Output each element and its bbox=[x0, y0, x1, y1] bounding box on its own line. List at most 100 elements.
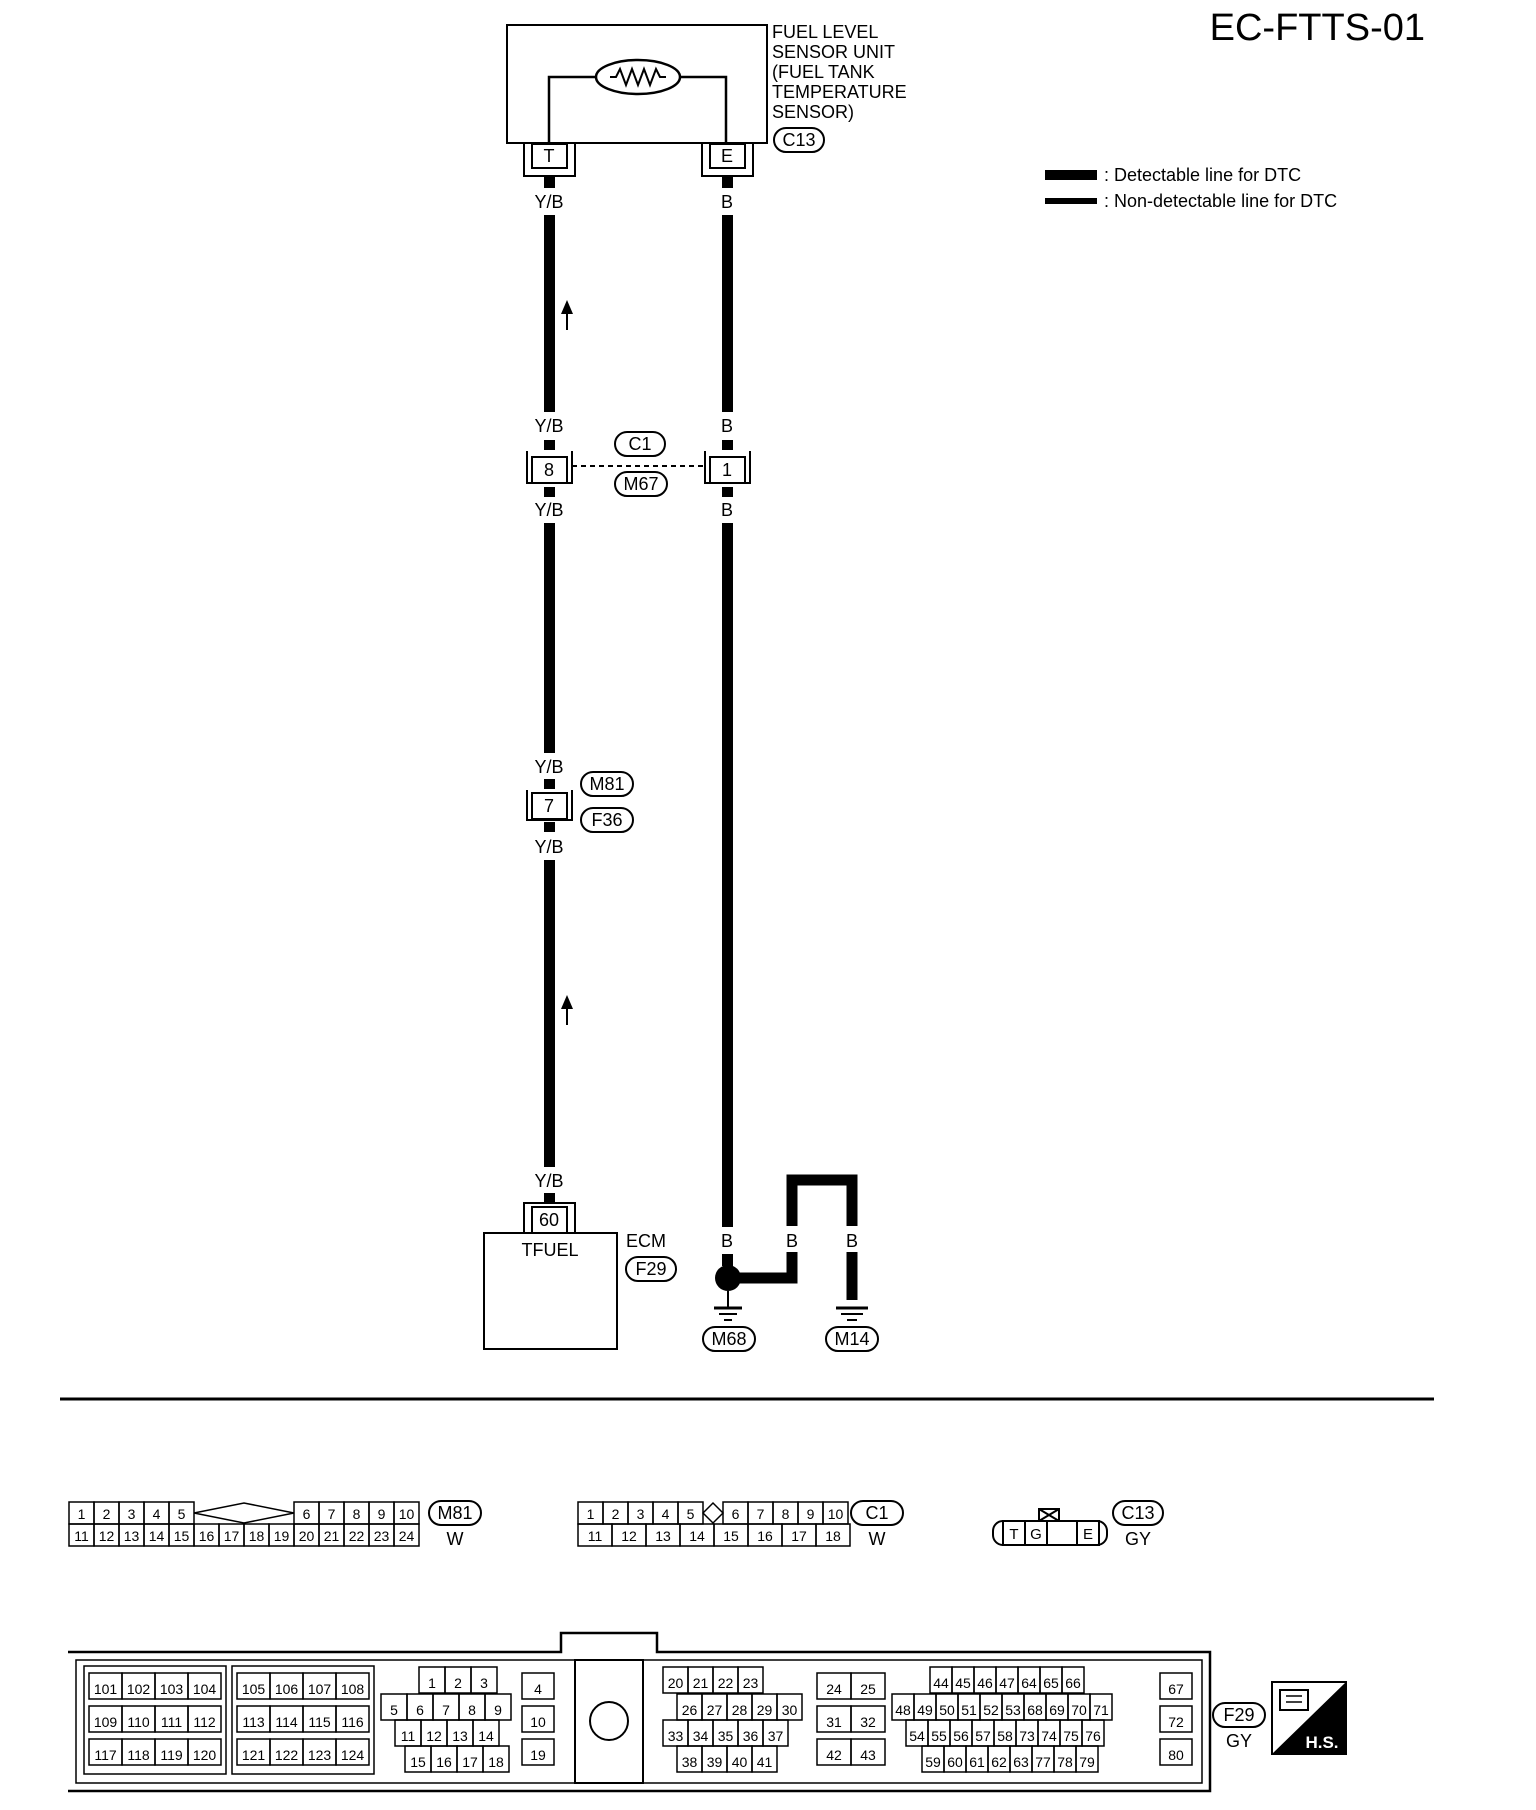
pin-73: 73 bbox=[1019, 1728, 1035, 1744]
pin-47: 47 bbox=[999, 1675, 1015, 1691]
pin-106: 106 bbox=[275, 1681, 299, 1697]
terminal-e: E bbox=[701, 143, 754, 177]
pin-6: 6 bbox=[416, 1702, 424, 1718]
wire-color-label: Y/B bbox=[534, 757, 563, 777]
pin-77: 77 bbox=[1035, 1754, 1051, 1770]
pin-45: 45 bbox=[955, 1675, 971, 1691]
pin-14: 14 bbox=[149, 1528, 165, 1544]
splice-point bbox=[715, 1265, 741, 1291]
sensor-label-line-4: TEMPERATURE bbox=[772, 82, 907, 102]
connector-pin: 124 bbox=[335, 1738, 370, 1766]
pin-124: 124 bbox=[341, 1747, 365, 1763]
pin-1: 1 bbox=[428, 1675, 436, 1691]
connector-pin: 78 bbox=[1053, 1745, 1077, 1773]
pin-112: 112 bbox=[193, 1714, 216, 1730]
connector-pin: 77 bbox=[1031, 1745, 1055, 1773]
page-code: EC-FTTS-01 bbox=[1210, 7, 1425, 49]
pin-80: 80 bbox=[1168, 1747, 1184, 1763]
connector-pin: 32 bbox=[850, 1705, 886, 1733]
connector-pin: 122 bbox=[269, 1738, 304, 1766]
connector-pin: 111 bbox=[154, 1705, 189, 1733]
pin-1: 1 bbox=[78, 1506, 86, 1522]
pin-118: 118 bbox=[127, 1747, 150, 1763]
arrow-up-icon bbox=[561, 995, 573, 1025]
wire-color-label: B bbox=[721, 192, 733, 212]
connector-pin: 101 bbox=[88, 1672, 123, 1700]
connector-pin: 123 bbox=[302, 1738, 337, 1766]
connector-pin: 12 bbox=[611, 1523, 647, 1547]
ecm: 60 TFUEL ECM F29 bbox=[483, 1202, 677, 1350]
pin-2: 2 bbox=[103, 1506, 111, 1522]
hs-label: H.S. bbox=[1305, 1733, 1338, 1752]
pin-25: 25 bbox=[860, 1681, 876, 1697]
pin-3: 3 bbox=[637, 1506, 645, 1522]
pin-12: 12 bbox=[426, 1728, 442, 1744]
connector-pin: 20 bbox=[662, 1666, 689, 1694]
connector-pin: 119 bbox=[154, 1738, 189, 1766]
pin-1: 1 bbox=[722, 460, 732, 480]
connector-pin: 12 bbox=[420, 1719, 448, 1747]
ecm-terminal-name: TFUEL bbox=[521, 1240, 578, 1260]
pin-24: 24 bbox=[399, 1528, 415, 1544]
pin-37: 37 bbox=[768, 1728, 784, 1744]
pin-9: 9 bbox=[378, 1506, 386, 1522]
pin-60: 60 bbox=[947, 1754, 963, 1770]
pin-18: 18 bbox=[249, 1528, 265, 1544]
pin-36: 36 bbox=[743, 1728, 759, 1744]
connector-pin: 15 bbox=[404, 1745, 432, 1773]
pin-76: 76 bbox=[1085, 1728, 1101, 1744]
connector-pin: 110 bbox=[121, 1705, 156, 1733]
pin-23: 23 bbox=[743, 1675, 759, 1691]
pin-101: 101 bbox=[94, 1681, 118, 1697]
connector-pin: 57 bbox=[971, 1719, 995, 1747]
legend-detectable-label: : Detectable line for DTC bbox=[1104, 165, 1301, 185]
pin-10: 10 bbox=[399, 1506, 415, 1522]
ground-m14: M14 bbox=[825, 1306, 879, 1352]
connector-pin: 103 bbox=[154, 1672, 189, 1700]
pin-8: 8 bbox=[353, 1506, 361, 1522]
pin-34: 34 bbox=[693, 1728, 709, 1744]
connector-pin: 52 bbox=[979, 1693, 1003, 1721]
connector-pin: 70 bbox=[1067, 1693, 1091, 1721]
connector-pin: 29 bbox=[751, 1693, 778, 1721]
pin-122: 122 bbox=[275, 1747, 299, 1763]
pin-49: 49 bbox=[917, 1702, 933, 1718]
connector-pin: 55 bbox=[927, 1719, 951, 1747]
pin-104: 104 bbox=[193, 1681, 217, 1697]
connector-pin: 9 bbox=[368, 1501, 395, 1525]
wire-color-label: B bbox=[721, 500, 733, 520]
pin-21: 21 bbox=[693, 1675, 709, 1691]
connector-pin: 21 bbox=[318, 1523, 345, 1547]
connector-pin: 60 bbox=[943, 1745, 967, 1773]
lock-tab-icon bbox=[1038, 1508, 1060, 1522]
terminal-t: T bbox=[523, 143, 576, 177]
pin-g: G bbox=[1030, 1526, 1042, 1543]
sensor-label-line-1: FUEL LEVEL bbox=[772, 22, 878, 42]
pin-18: 18 bbox=[825, 1528, 841, 1544]
pin-39: 39 bbox=[707, 1754, 723, 1770]
pin-3: 3 bbox=[480, 1675, 488, 1691]
pin-22: 22 bbox=[718, 1675, 734, 1691]
connector-pin: 51 bbox=[957, 1693, 981, 1721]
pin-52: 52 bbox=[983, 1702, 999, 1718]
legend-non-detectable-label: : Non-detectable line for DTC bbox=[1104, 191, 1337, 211]
wire-color-label: B bbox=[846, 1231, 858, 1251]
pin-21: 21 bbox=[324, 1528, 340, 1544]
m81-id: M81 bbox=[437, 1503, 472, 1523]
pin-15: 15 bbox=[410, 1754, 426, 1770]
pin-61: 61 bbox=[969, 1754, 985, 1770]
pin-65: 65 bbox=[1043, 1675, 1059, 1691]
pin-10: 10 bbox=[530, 1714, 546, 1730]
pin-111: 111 bbox=[161, 1714, 182, 1730]
connector-pin: 26 bbox=[676, 1693, 703, 1721]
connector-pin: 10 bbox=[521, 1705, 555, 1733]
pin-57: 57 bbox=[975, 1728, 991, 1744]
pin-78: 78 bbox=[1057, 1754, 1073, 1770]
ecm-box bbox=[483, 1232, 618, 1350]
pin-20: 20 bbox=[299, 1528, 315, 1544]
connector-pin: 56 bbox=[949, 1719, 973, 1747]
wire-yb: Y/B Y/B Y/B Y/B Y/B Y/B bbox=[534, 176, 564, 1203]
svg-text:M67: M67 bbox=[623, 474, 658, 494]
connector-pin: 24 bbox=[816, 1672, 852, 1700]
